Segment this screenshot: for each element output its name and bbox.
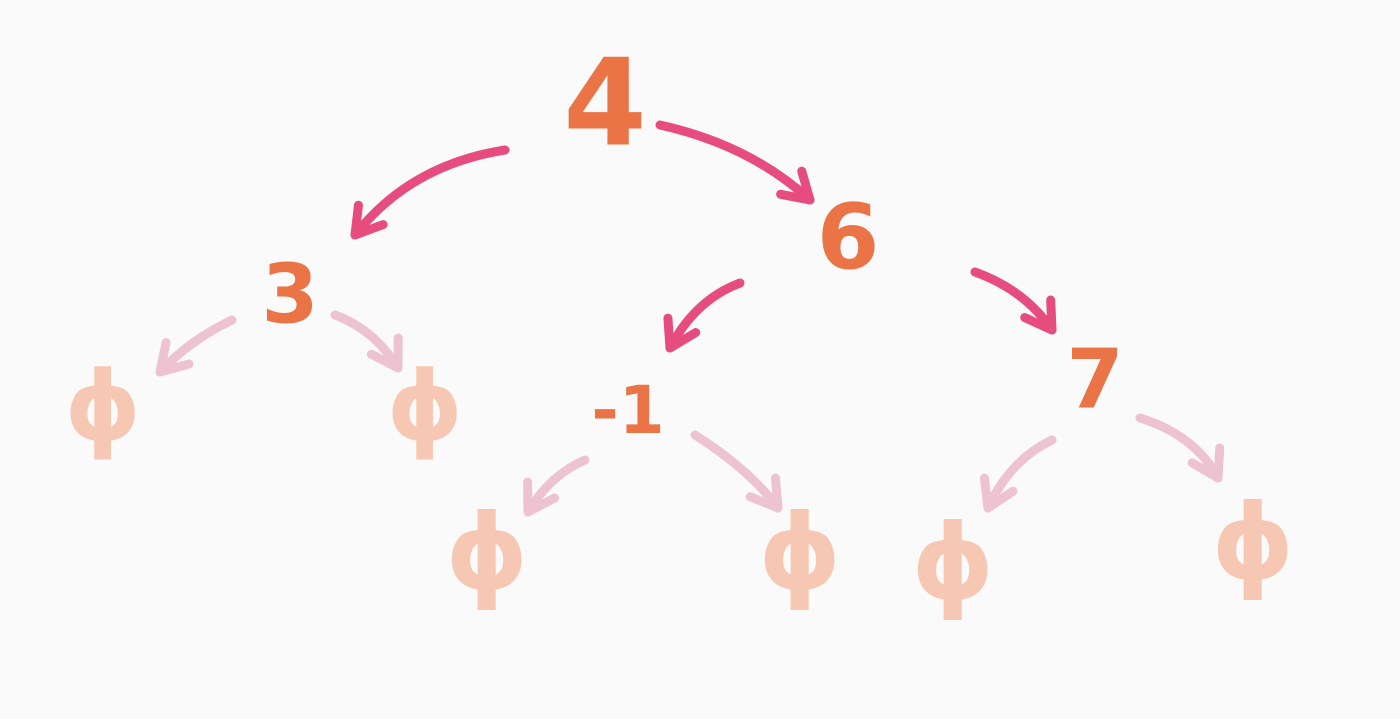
arrowhead-n-1-to-null-m1-left (523, 477, 560, 517)
arrowhead-n6-to-n7 (1020, 295, 1057, 335)
null-node-null-3-right: ϕ (387, 350, 463, 462)
edge-n7-to-null-7-right (1135, 413, 1223, 483)
edge-n7-to-null-7-left (983, 435, 1057, 513)
tree-node-n6: 6 (817, 185, 880, 290)
null-node-null-7-left: ϕ (912, 501, 995, 623)
null-node-null-3-left: ϕ (65, 350, 141, 462)
arrowhead-n4-to-n3 (350, 200, 388, 240)
edge-n6-to-n7 (970, 267, 1057, 335)
arrowhead-n4-to-n6 (776, 166, 815, 205)
edges-layer (155, 120, 1225, 517)
arrowhead-n7-to-null-7-right (1187, 443, 1225, 483)
edge-n4-to-n6 (655, 120, 815, 205)
tree-node-n3: 3 (261, 247, 318, 342)
arrowhead-n-1-to-null-m1-right (745, 473, 783, 513)
tree-node-n-1: -1 (591, 372, 664, 449)
arrowhead-n6-to-n-1 (663, 313, 701, 353)
arrowhead-n3-to-null-3-left (155, 338, 194, 377)
null-node-null-m1-right: ϕ (759, 491, 842, 613)
tree-node-n7: 7 (1066, 332, 1123, 427)
arrowhead-n3-to-null-3-right (366, 333, 403, 373)
null-node-null-m1-left: ϕ (446, 491, 529, 613)
null-node-null-7-right: ϕ (1212, 481, 1295, 603)
edge-n-1-to-null-m1-right (690, 430, 783, 513)
arrowhead-n7-to-null-7-left (979, 473, 1018, 513)
edge-n6-to-n-1 (665, 278, 745, 353)
edge-n4-to-n3 (350, 145, 510, 240)
tree-node-n4: 4 (563, 35, 647, 174)
edge-n3-to-null-3-left (155, 315, 237, 377)
